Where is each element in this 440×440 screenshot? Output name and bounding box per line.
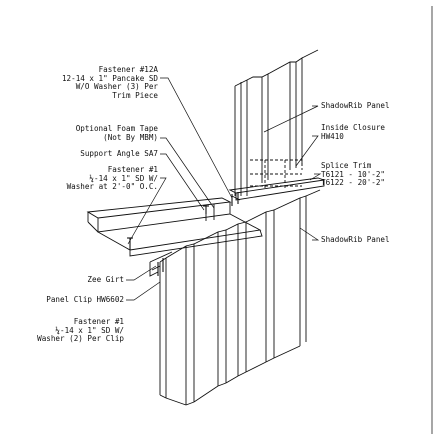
label-fastener-1-top-line2: ¼-14 x 1" SD W/ (89, 173, 158, 183)
label-foam-tape-line1: Optional Foam Tape (75, 124, 158, 133)
inside-closure (250, 159, 303, 188)
label-splice-trim: Splice Trim T6121 - 10'-2" T6122 - 20'-2… (321, 161, 386, 188)
label-foam-tape-line2: (Not By MBM) (103, 132, 158, 142)
zee-girt (149, 251, 173, 277)
support-angle (86, 197, 263, 257)
splice-trim (228, 177, 325, 201)
label-splice-trim-line2: T6121 - 10'-2" (321, 169, 386, 179)
label-fastener-12a-line2: 12-14 x 1" Pancake SD (61, 73, 158, 83)
label-fastener-12a: Fastener #12A 12-14 x 1" Pancake SD W/O … (61, 65, 158, 100)
label-fastener-1-top-line1: Fastener #1 (107, 165, 158, 174)
label-splice-trim-line1: Splice Trim (321, 161, 372, 170)
label-inside-closure-line2: HW410 (321, 131, 344, 141)
label-fastener-12a-line3: W/O Washer (3) Per (75, 82, 158, 92)
label-fastener-1-bottom-line1: Fastener #1 (73, 317, 124, 326)
leader-lines (126, 77, 322, 301)
label-splice-trim-line3: T6122 - 20'-2" (321, 178, 386, 188)
label-shadowrib-bottom: ShadowRib Panel (321, 235, 390, 244)
label-foam-tape: Optional Foam Tape (Not By MBM) (75, 124, 158, 142)
label-fastener-1-bottom: Fastener #1 ¼-14 x 1" SD W/ Washer (2) P… (37, 317, 124, 344)
label-panel-clip: Panel Clip HW6602 (46, 295, 124, 304)
upper-panel (234, 49, 319, 196)
label-fastener-12a-line1: Fastener #12A (98, 65, 158, 74)
label-fastener-1-bottom-line3: Washer (2) Per Clip (37, 334, 124, 344)
label-inside-closure-line1: Inside Closure (321, 123, 386, 132)
lower-panel (159, 189, 321, 406)
label-fastener-1-top-line3: Washer at 2'-0" O.C. (66, 182, 158, 192)
label-zee-girt: Zee Girt (87, 275, 124, 284)
fasteners (127, 192, 239, 276)
label-support-angle: Support Angle SA7 (80, 149, 158, 158)
label-fastener-1-top: Fastener #1 ¼-14 x 1" SD W/ Washer at 2'… (66, 165, 158, 192)
label-fastener-1-bottom-line2: ¼-14 x 1" SD W/ (55, 325, 124, 335)
label-inside-closure: Inside Closure HW410 (321, 123, 386, 141)
label-shadowrib-top: ShadowRib Panel (321, 101, 390, 110)
label-fastener-12a-line4: Trim Piece (112, 90, 158, 100)
